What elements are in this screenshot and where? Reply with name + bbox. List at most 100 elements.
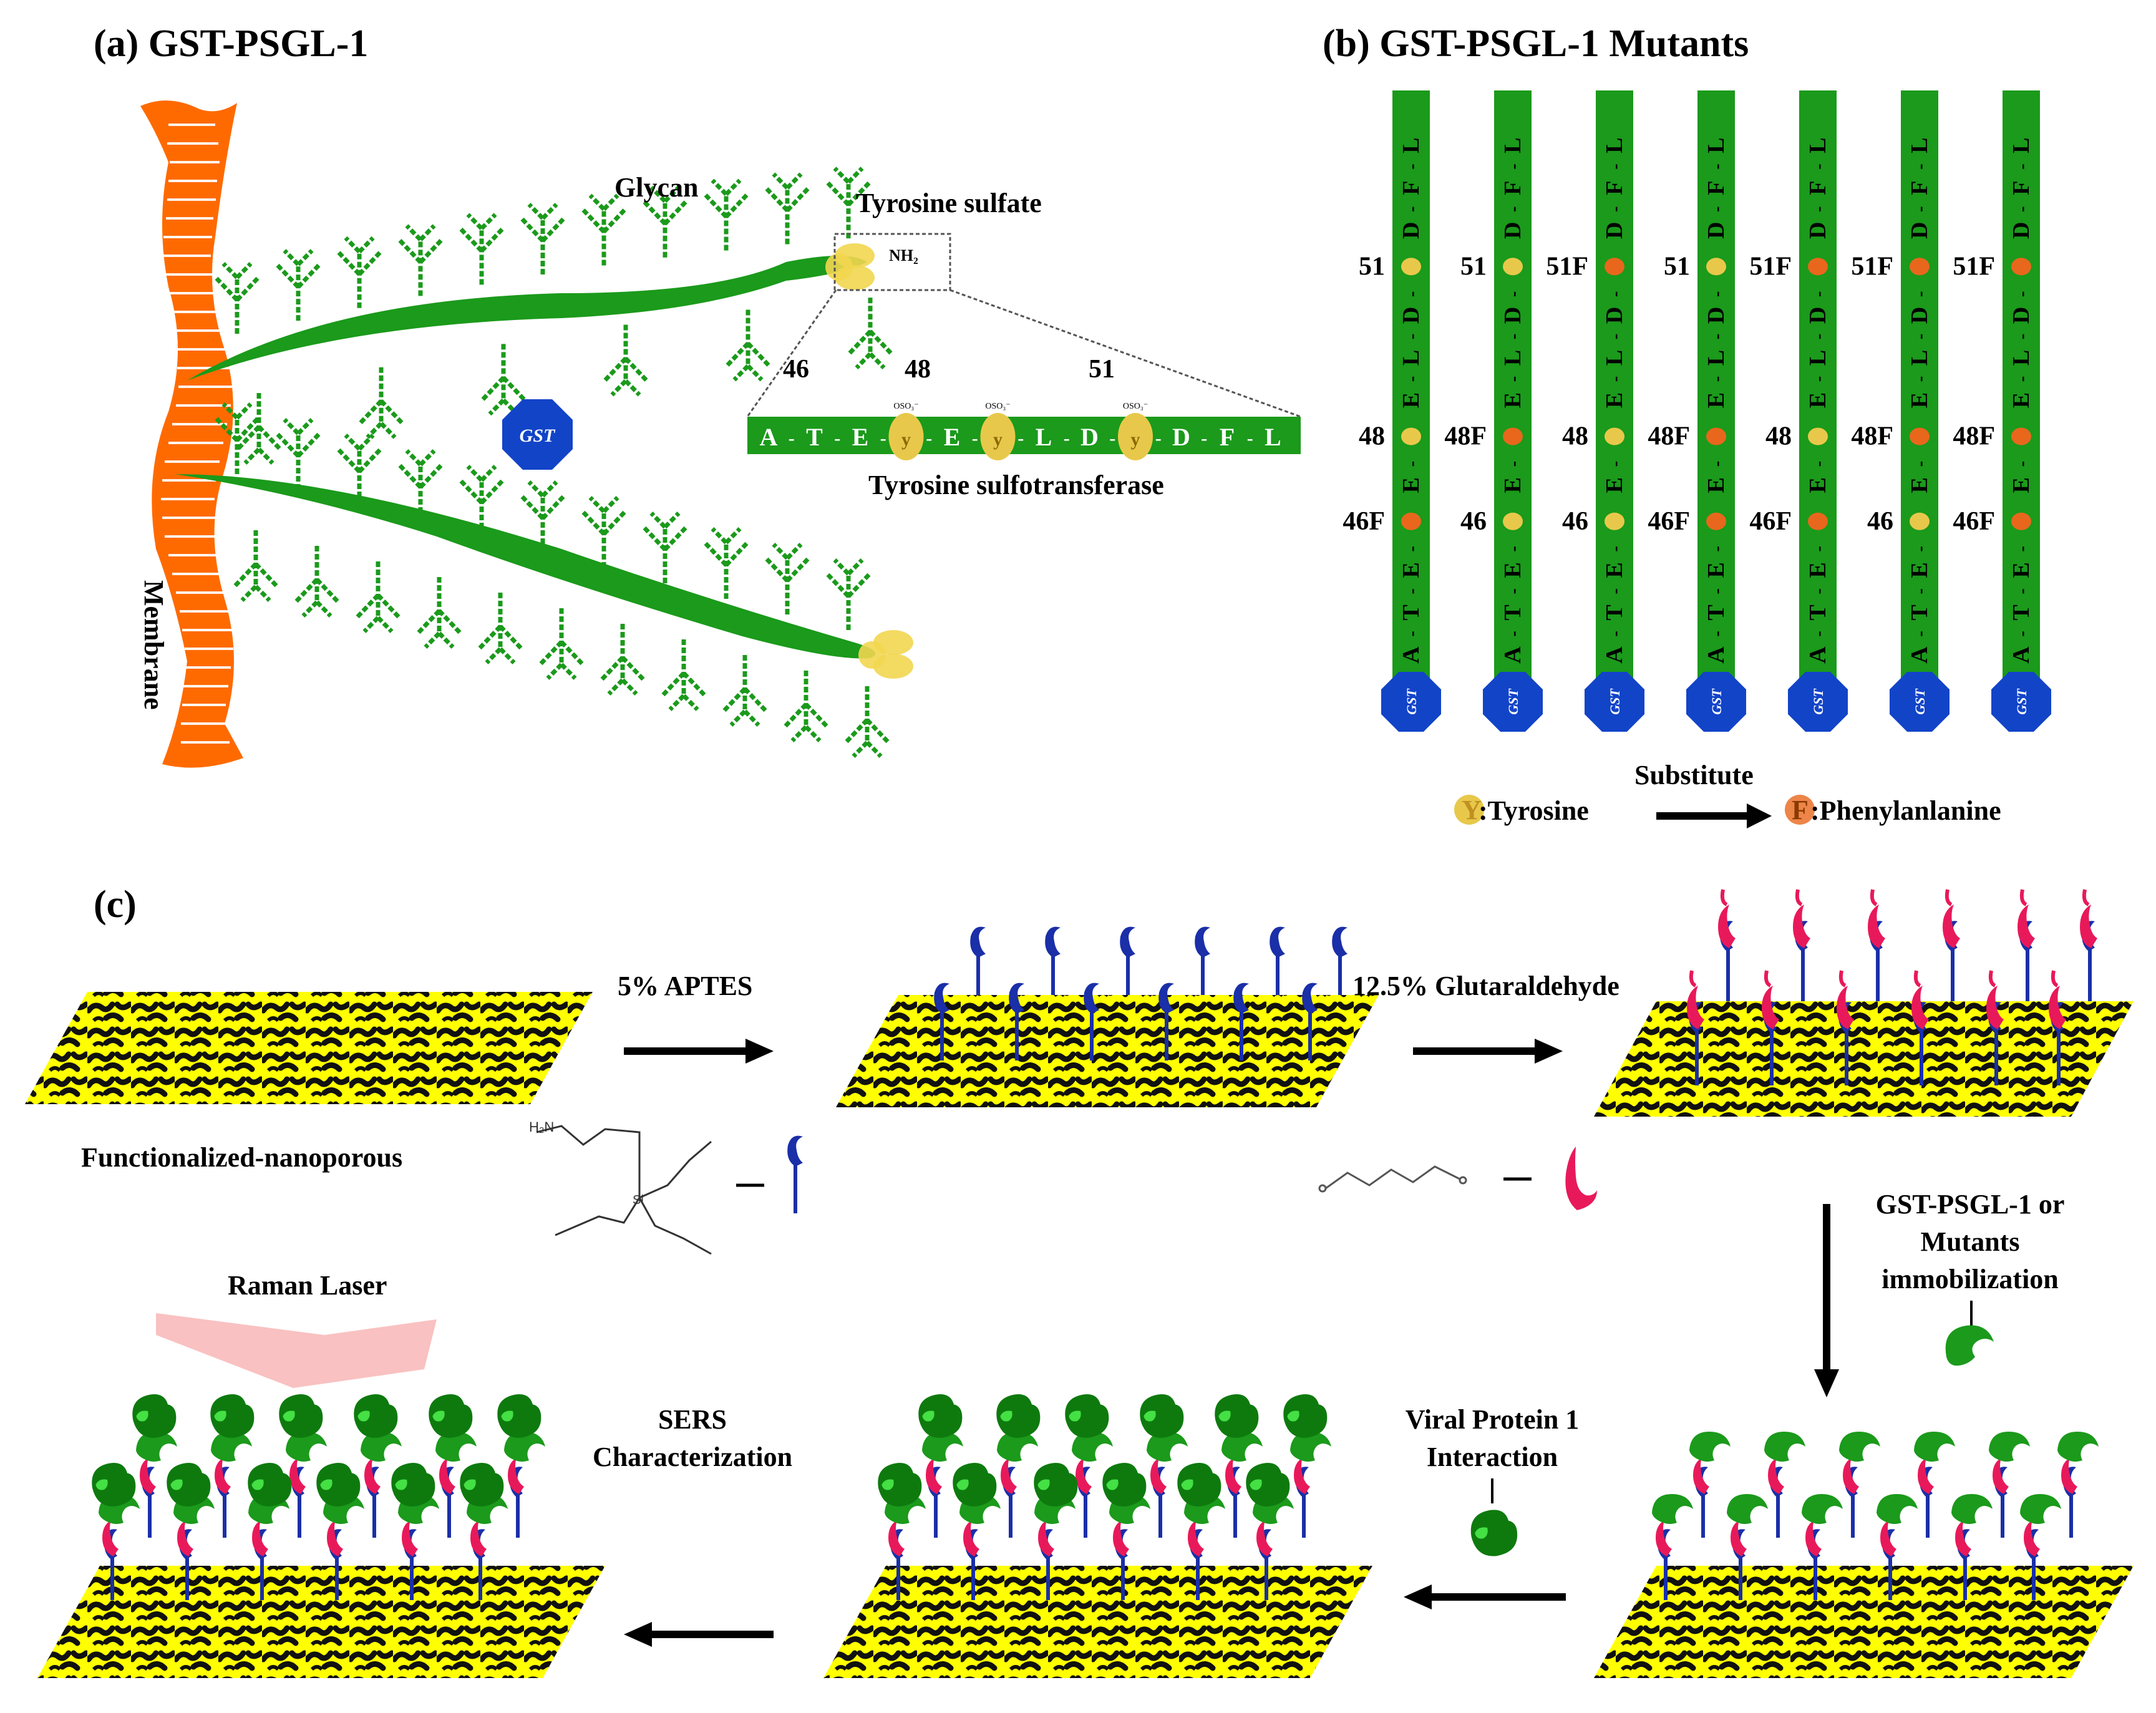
immobilization-label-2: Mutants [1921, 1226, 2020, 1257]
raman-laser-label: Raman Laser [228, 1270, 387, 1301]
seq-dash: - [1402, 631, 1422, 636]
seq-letter: D [1805, 222, 1831, 239]
seq-letter: T [1805, 604, 1831, 620]
seq-letter: E [1398, 477, 1424, 493]
arrow-step4 [1404, 1584, 1566, 1609]
mutant-position-48: 48F [1444, 422, 1487, 451]
seq-letter: D [1398, 222, 1424, 239]
seq-letter: D [1500, 222, 1526, 239]
seq-dash: - [1606, 631, 1625, 636]
gst-octagon [1890, 672, 1950, 732]
sequence-bar [747, 417, 1301, 454]
seq-dash: - [1911, 546, 1930, 551]
seq-letter: L [1036, 423, 1052, 451]
seq-dash: - [1707, 334, 1727, 339]
seq-dash: - [1504, 206, 1523, 212]
seq-dash: - [926, 428, 932, 449]
viral-label-2: Interaction [1427, 1442, 1558, 1472]
seq-letter: E [1500, 392, 1526, 408]
aptes-linker [1120, 927, 1135, 1004]
glut-linker [1943, 890, 1960, 1004]
seq-letter: A [1906, 646, 1933, 664]
residue-51 [1910, 258, 1930, 276]
immobilized-psgl1 [1764, 1432, 1805, 1538]
substrate-label: Functionalized-nanoporous [81, 1142, 402, 1173]
seq-dash: - [1402, 334, 1422, 339]
seq-letter: E [1601, 562, 1628, 578]
seq-dash: - [1402, 291, 1422, 297]
seq-letter: L [1601, 137, 1628, 153]
arrow-step2 [1413, 1039, 1563, 1064]
seq-dash: - [1606, 588, 1625, 594]
sulfated-tyrosine [980, 413, 1016, 460]
seq-dash: - [1402, 588, 1422, 594]
mutant-position-51: 51F [1851, 252, 1893, 281]
seq-letter: E [852, 423, 869, 451]
sers-label-1: SERS [658, 1404, 727, 1435]
sers-label-2: Characterization [593, 1442, 792, 1472]
seq-dash: - [2013, 631, 2032, 636]
residue-51 [1706, 258, 1726, 276]
seq-dash: - [1809, 546, 1828, 551]
seq-letter: E [1703, 562, 1729, 578]
gst-label: GST [1607, 688, 1623, 715]
residue-46 [1605, 512, 1624, 530]
viral-protein [1246, 1463, 1290, 1507]
seq-dash: - [1809, 291, 1828, 297]
seq-dash: - [1109, 428, 1115, 449]
immobilized-psgl1 [1914, 1432, 1955, 1538]
seq-dash: - [1707, 376, 1727, 382]
glut-linker [1793, 890, 1810, 1004]
position-51: 51 [1089, 355, 1115, 384]
immobilized-psgl1 [211, 1432, 252, 1538]
position-48: 48 [905, 355, 931, 384]
viral-protein [1065, 1394, 1109, 1438]
svg-text:H₂N: H₂N [529, 1119, 554, 1135]
seq-letter: L [1703, 350, 1729, 366]
seq-dash: - [1911, 334, 1930, 339]
seq-letter: A [760, 423, 778, 451]
svg-text:GST: GST [520, 425, 556, 446]
seq-letter: L [1601, 350, 1628, 366]
glutaraldehyde-step-label: 12.5% Glutaraldehyde [1352, 971, 1619, 1001]
viral-protein [279, 1394, 323, 1438]
seq-letter: E [2008, 562, 2034, 578]
aptes-linker [1332, 927, 1348, 1004]
raman-laser-beam [156, 1313, 437, 1388]
viral-protein [460, 1463, 504, 1507]
oso3-label: OSO₃⁻ [1123, 402, 1148, 411]
seq-letter: E [2008, 477, 2034, 493]
arrow-step1 [624, 1039, 774, 1064]
seq-letter: L [1805, 350, 1831, 366]
gst-octagon: GST [502, 399, 573, 470]
mutant-position-46: 46 [1460, 507, 1487, 536]
viral-protein [391, 1463, 435, 1507]
viral-protein [429, 1394, 473, 1438]
viral-protein [92, 1463, 136, 1507]
viral-protein [132, 1394, 177, 1438]
arrow-step3 [1814, 1204, 1839, 1397]
seq-letter: y [901, 429, 911, 450]
seq-dash: - [1402, 206, 1422, 212]
panel-c-title: (c) [94, 883, 137, 926]
mutant-position-51: 51 [1359, 252, 1385, 281]
gst-label: GST [1404, 688, 1419, 715]
seq-letter: E [1703, 392, 1729, 408]
mutant-position-51: 51F [1749, 252, 1792, 281]
immobilized-psgl1 [1290, 1432, 1331, 1538]
seq-letter: y [993, 429, 1003, 450]
residue-51 [1503, 258, 1523, 276]
aptes-linker [1045, 927, 1061, 1004]
position-46: 46 [783, 355, 809, 384]
glut-linker [2080, 890, 2097, 1004]
glut-linker [2018, 890, 2035, 1004]
seq-letter: L [1398, 350, 1424, 366]
seq-letter: F [1703, 181, 1729, 195]
seq-letter: F [1805, 181, 1831, 195]
seq-letter: A [1703, 646, 1729, 664]
substrate-sers [37, 1394, 605, 1678]
seq-dash: - [1402, 461, 1422, 467]
seq-letter: D [2008, 222, 2034, 239]
